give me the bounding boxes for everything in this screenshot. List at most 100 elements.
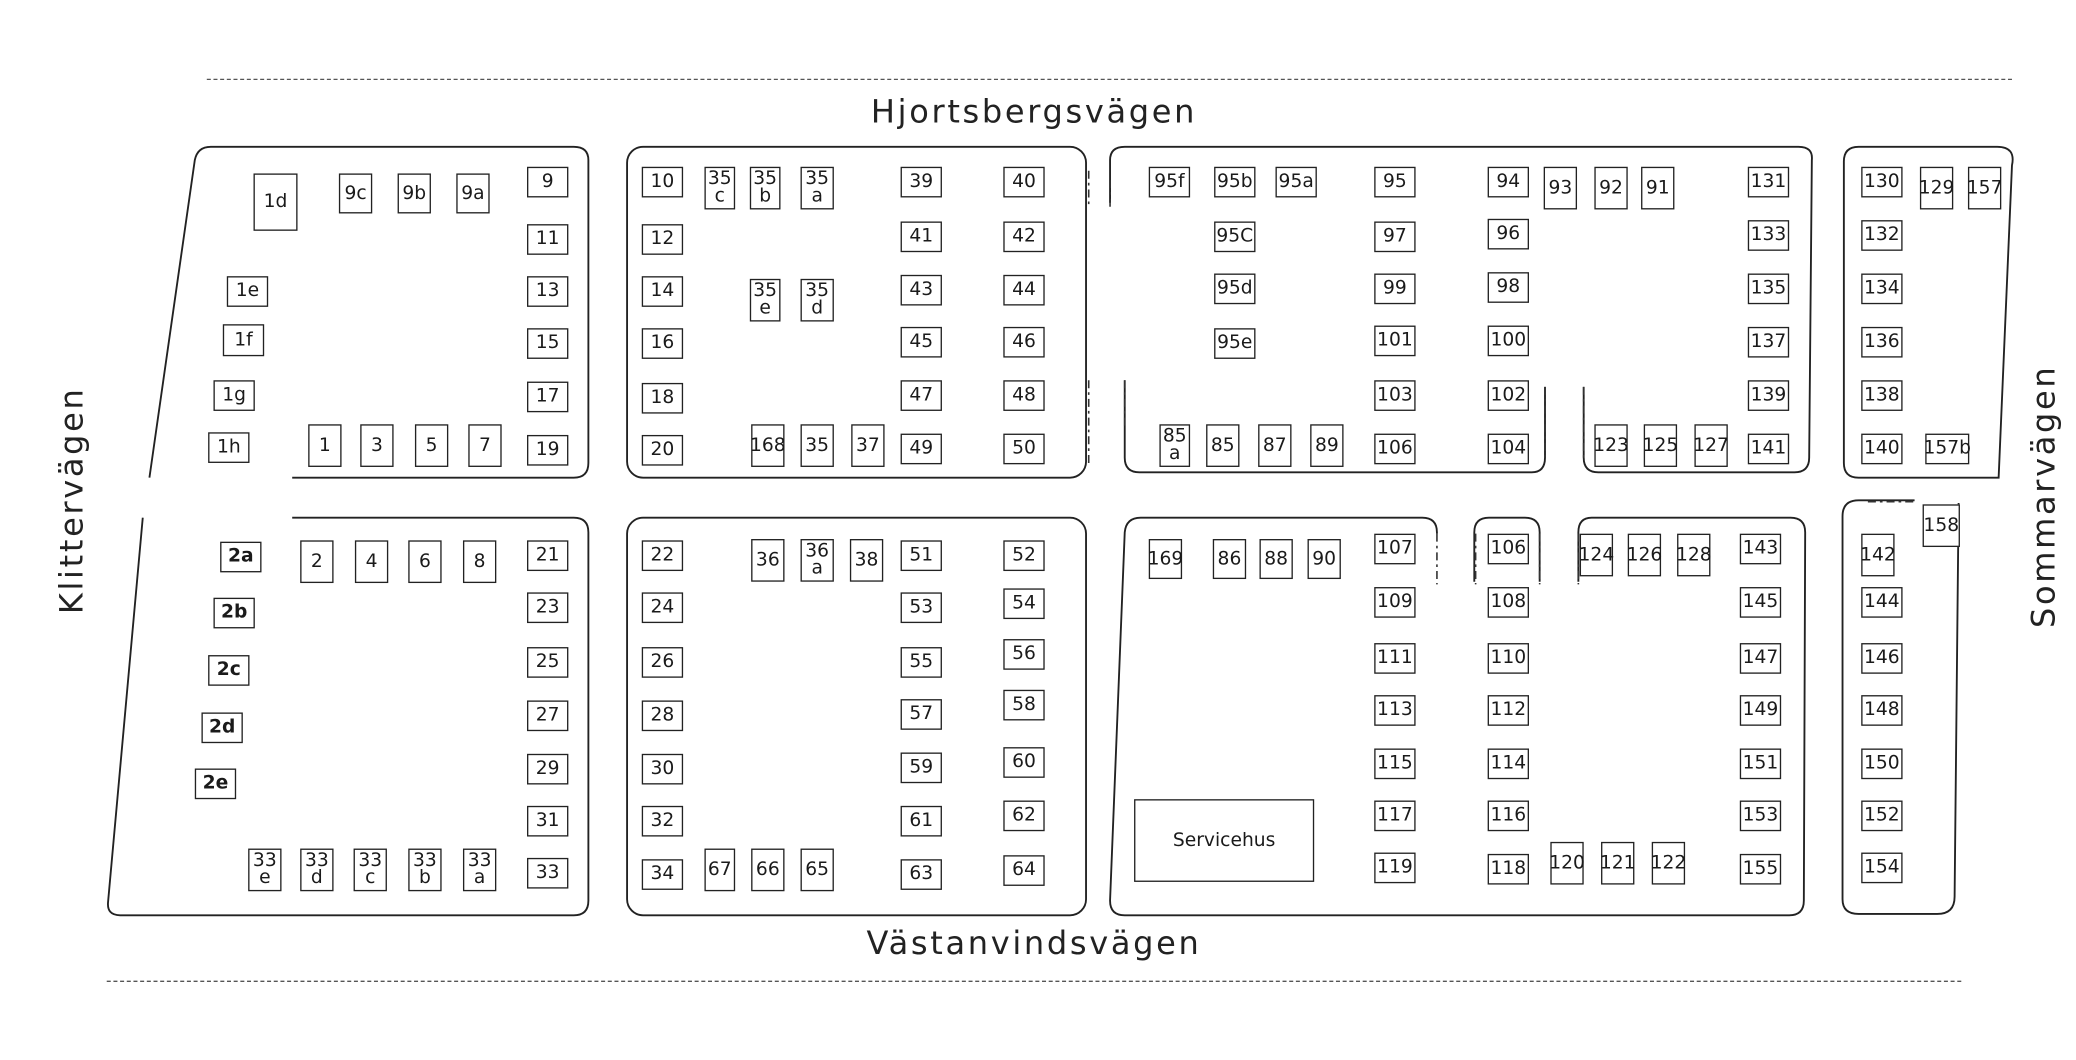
site-19[interactable]: 19	[527, 434, 569, 466]
site-109[interactable]: 109	[1374, 587, 1416, 618]
site-135[interactable]: 135	[1747, 273, 1790, 305]
site-55[interactable]: 55	[900, 647, 942, 678]
site-41[interactable]: 41	[900, 221, 942, 253]
site-1e[interactable]: 1e	[226, 276, 269, 307]
site-111[interactable]: 111	[1374, 643, 1416, 674]
site-86[interactable]: 86	[1212, 539, 1247, 580]
site-137[interactable]: 137	[1747, 326, 1790, 358]
site-150[interactable]: 150	[1861, 748, 1903, 780]
site-7[interactable]: 7	[468, 424, 502, 467]
site-147[interactable]: 147	[1739, 643, 1782, 674]
site-140[interactable]: 140	[1861, 433, 1903, 465]
site-144[interactable]: 144	[1861, 587, 1903, 618]
site-38[interactable]: 38	[849, 539, 884, 582]
site-62[interactable]: 62	[1003, 800, 1045, 832]
site-158[interactable]: 158	[1922, 504, 1960, 548]
site-5[interactable]: 5	[414, 424, 449, 467]
site-35[interactable]: 35	[800, 424, 834, 467]
site-95a[interactable]: 95a	[1275, 166, 1317, 198]
site-33b[interactable]: 33 b	[408, 848, 442, 892]
site-95b[interactable]: 95b	[1214, 166, 1256, 198]
site-2a[interactable]: 2a	[220, 541, 262, 573]
site-169[interactable]: 169	[1148, 539, 1183, 580]
site-95C[interactable]: 95C	[1214, 221, 1256, 253]
site-35e[interactable]: 35 e	[749, 278, 781, 322]
site-1[interactable]: 1	[308, 424, 342, 467]
site-149[interactable]: 149	[1739, 695, 1782, 726]
site-32[interactable]: 32	[641, 805, 684, 837]
site-95d[interactable]: 95d	[1214, 273, 1256, 305]
site-8[interactable]: 8	[462, 540, 497, 584]
site-25[interactable]: 25	[527, 647, 569, 678]
site-134[interactable]: 134	[1861, 273, 1903, 305]
site-37[interactable]: 37	[851, 424, 885, 467]
site-13[interactable]: 13	[527, 276, 569, 307]
site-136[interactable]: 136	[1861, 326, 1903, 358]
site-1f[interactable]: 1f	[222, 324, 265, 357]
site-2e[interactable]: 2e	[194, 768, 237, 800]
site-117[interactable]: 117	[1374, 800, 1416, 832]
site-36[interactable]: 36	[751, 539, 785, 582]
site-87[interactable]: 87	[1258, 424, 1292, 467]
site-2[interactable]: 2	[300, 540, 334, 584]
site-34[interactable]: 34	[641, 859, 684, 890]
site-11[interactable]: 11	[527, 224, 569, 255]
site-99[interactable]: 99	[1374, 273, 1416, 305]
site-124[interactable]: 124	[1579, 533, 1614, 577]
site-28[interactable]: 28	[641, 700, 684, 732]
site-3[interactable]: 3	[360, 424, 394, 467]
site-157b[interactable]: 157b	[1924, 433, 1971, 465]
site-95e[interactable]: 95e	[1214, 328, 1256, 359]
site-43[interactable]: 43	[900, 274, 942, 306]
site-52[interactable]: 52	[1003, 540, 1045, 572]
site-51[interactable]: 51	[900, 540, 942, 572]
site-45[interactable]: 45	[900, 326, 942, 358]
site-118[interactable]: 118	[1487, 853, 1529, 885]
site-53[interactable]: 53	[900, 592, 942, 624]
site-2c[interactable]: 2c	[208, 655, 250, 686]
site-102[interactable]: 102	[1487, 380, 1529, 411]
site-18[interactable]: 18	[641, 382, 684, 414]
site-54[interactable]: 54	[1003, 588, 1045, 620]
site-116[interactable]: 116	[1487, 800, 1529, 832]
site-1g[interactable]: 1g	[213, 380, 255, 411]
site-35b[interactable]: 35 b	[749, 166, 781, 210]
site-85[interactable]: 85	[1206, 424, 1240, 467]
site-16[interactable]: 16	[641, 328, 684, 359]
site-92[interactable]: 92	[1594, 166, 1628, 210]
site-131[interactable]: 131	[1747, 166, 1790, 198]
site-63[interactable]: 63	[900, 859, 942, 890]
site-107[interactable]: 107	[1374, 533, 1416, 565]
site-104[interactable]: 104	[1487, 433, 1529, 465]
site-30[interactable]: 30	[641, 753, 684, 785]
site-97[interactable]: 97	[1374, 221, 1416, 253]
site-95[interactable]: 95	[1374, 166, 1416, 198]
site-67[interactable]: 67	[704, 848, 736, 892]
site-10[interactable]: 10	[641, 166, 684, 198]
site-141[interactable]: 141	[1747, 433, 1790, 465]
site-155[interactable]: 155	[1739, 853, 1782, 885]
site-114[interactable]: 114	[1487, 748, 1529, 780]
site-44[interactable]: 44	[1003, 274, 1045, 306]
site-58[interactable]: 58	[1003, 689, 1045, 721]
site-95f[interactable]: 95f	[1148, 166, 1191, 198]
site-17[interactable]: 17	[527, 381, 569, 413]
site-1d[interactable]: 1d	[253, 173, 298, 231]
site-110[interactable]: 110	[1487, 643, 1529, 674]
site-42[interactable]: 42	[1003, 221, 1045, 253]
site-48[interactable]: 48	[1003, 380, 1045, 411]
site-139[interactable]: 139	[1747, 380, 1790, 411]
site-9a[interactable]: 9a	[456, 173, 490, 214]
site-24[interactable]: 24	[641, 592, 684, 624]
site-66[interactable]: 66	[751, 848, 785, 892]
site-96[interactable]: 96	[1487, 218, 1529, 250]
site-2b[interactable]: 2b	[213, 597, 255, 629]
site-64[interactable]: 64	[1003, 855, 1045, 886]
site-101[interactable]: 101	[1374, 325, 1416, 357]
site-90[interactable]: 90	[1307, 539, 1341, 580]
site-130[interactable]: 130	[1861, 166, 1903, 198]
site-98[interactable]: 98	[1487, 272, 1529, 303]
site-154[interactable]: 154	[1861, 852, 1903, 884]
site-143[interactable]: 143	[1739, 533, 1782, 565]
site-113[interactable]: 113	[1374, 695, 1416, 726]
